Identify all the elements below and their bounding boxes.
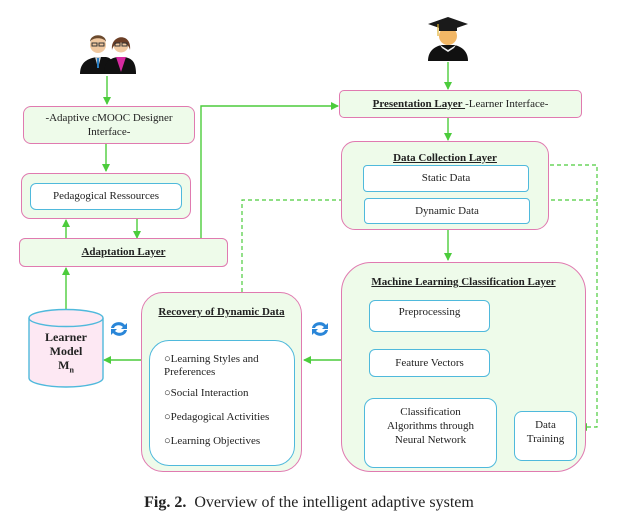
arrow-adaptation-to-presentation [200,102,339,238]
pedagogical-resources-container: Pedagogical Ressources [21,173,191,219]
ml-classification-layer-box: Machine Learning Classification Layer Pr… [341,262,586,472]
recovery-item: ○Learning Objectives [164,435,261,447]
dashed-recovery-to-dynamic [241,196,357,292]
recovery-dynamic-data-box: Recovery of Dynamic Data ○Learning Style… [141,292,302,472]
designer-interface-box: -Adaptive cMOOC Designer Interface- [23,106,195,144]
recovery-item-text: Learning Objectives [170,435,261,447]
refresh-icon [312,322,328,336]
preprocessing-box: Preprocessing [369,300,490,332]
feature-vectors-box: Feature Vectors [369,349,490,377]
refresh-icon [111,322,127,336]
static-data-box: Static Data [363,165,529,192]
learner-model-line3: Mn [27,358,105,377]
dynamic-data-label: Dynamic Data [415,205,479,217]
recovery-item: ○Learning Styles and Preferences [164,353,259,378]
recovery-item-text: Pedagogical Activities [170,411,270,423]
pedagogical-resources-label: Pedagogical Ressources [53,190,159,202]
learner-model-subscript: n [69,365,74,375]
classification-label: Classification Algorithms through Neural… [386,406,475,446]
adaptation-layer-box: Adaptation Layer [19,238,228,267]
feature-vectors-label: Feature Vectors [395,357,464,369]
data-training-box: Data Training [514,411,577,461]
presentation-layer-box: Presentation Layer -Learner Interface- [339,90,582,118]
dashed-static-to-training [529,164,598,431]
preprocessing-label: Preprocessing [398,306,461,318]
pedagogical-resources-box: Pedagogical Ressources [30,183,182,210]
figure-caption: Fig. 2. Overview of the intelligent adap… [0,494,618,512]
learner-model-symbol: M [58,358,70,372]
data-collection-layer-title: Data Collection Layer [393,152,497,164]
classification-box: Classification Algorithms through Neural… [364,398,497,468]
learner-model-line2: Model [49,344,83,358]
adaptation-layer-title: Adaptation Layer [81,246,166,258]
data-training-label: Data Training [526,419,565,445]
designers-icon [80,35,136,74]
figure-caption-text: Overview of the intelligent adaptive sys… [194,494,474,511]
graduate-learner-icon [428,17,468,61]
presentation-layer-subtitle: -Learner Interface- [465,98,549,110]
learner-model-line1: Learner [45,330,87,344]
data-collection-layer-box: Data Collection Layer Static Data Dynami… [341,141,549,230]
designer-interface-label: -Adaptive cMOOC Designer Interface- [45,112,173,138]
recovery-item-text: Social Interaction [170,387,249,399]
static-data-label: Static Data [421,172,471,184]
ml-classification-layer-title: Machine Learning Classification Layer [371,276,556,288]
learner-model-label: Learner Model Mn [27,330,105,377]
recovery-item-text: Learning Styles and Preferences [164,353,259,378]
figure-label: Fig. 2. [144,494,187,511]
dynamic-data-box: Dynamic Data [364,198,530,224]
learner-model-cylinder [28,308,104,388]
recovery-item: ○Pedagogical Activities [164,411,270,423]
presentation-layer-label: Presentation Layer -Learner Interface- [340,97,581,111]
recovery-item: ○Social Interaction [164,387,249,399]
recovery-dynamic-data-title: Recovery of Dynamic Data [158,306,285,318]
recovery-items-box: ○Learning Styles and Preferences ○Social… [149,340,295,466]
presentation-layer-title: Presentation Layer [372,98,466,110]
